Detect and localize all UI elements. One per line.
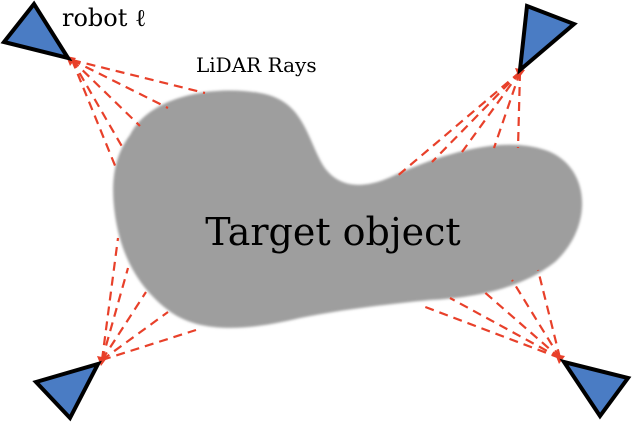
ray [492,71,522,149]
ray [481,289,561,359]
ray-origin-top-right [515,68,525,78]
ray [511,279,561,359]
ray [516,71,522,149]
robot-top-right [517,3,578,75]
target-object-shape [113,90,583,328]
ray [100,237,120,361]
ray [419,303,561,360]
ray [71,59,125,151]
rays-top-right [394,71,522,179]
ray [70,59,118,169]
ray [449,297,561,359]
ray [71,58,206,95]
ray [100,267,130,361]
rays-top-left [70,58,206,169]
ray-origin-bottom-left [97,356,107,366]
ray [101,291,147,361]
ray [71,59,141,127]
robot-top-left [0,0,73,62]
target-object-label: Target object [205,210,460,254]
ray [461,71,521,153]
robot-bottom-right [559,358,632,420]
ray [71,59,169,109]
ray [394,71,521,179]
ray [431,71,521,163]
ray [101,311,169,361]
ray [101,328,197,362]
rays-bottom-left [100,237,197,362]
ray [536,269,562,359]
lidar-rays-label: LiDAR Rays [196,53,317,77]
robot-bottom-left [32,360,102,422]
robot-label: robot ℓ [62,4,147,32]
rays-bottom-right [419,269,562,360]
